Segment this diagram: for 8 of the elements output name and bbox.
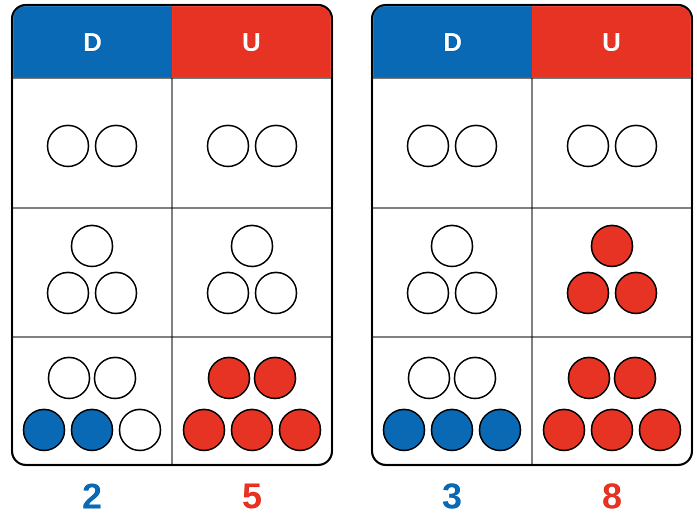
column-header: U bbox=[532, 6, 691, 78]
digit-label: 3 bbox=[442, 483, 461, 509]
digit-label: 8 bbox=[603, 483, 621, 509]
digit-label: 2 bbox=[83, 483, 101, 508]
column-header: U bbox=[172, 6, 331, 78]
column-header: D bbox=[373, 6, 532, 78]
digit-label: 5 bbox=[243, 483, 261, 508]
column-header: D bbox=[13, 6, 172, 78]
